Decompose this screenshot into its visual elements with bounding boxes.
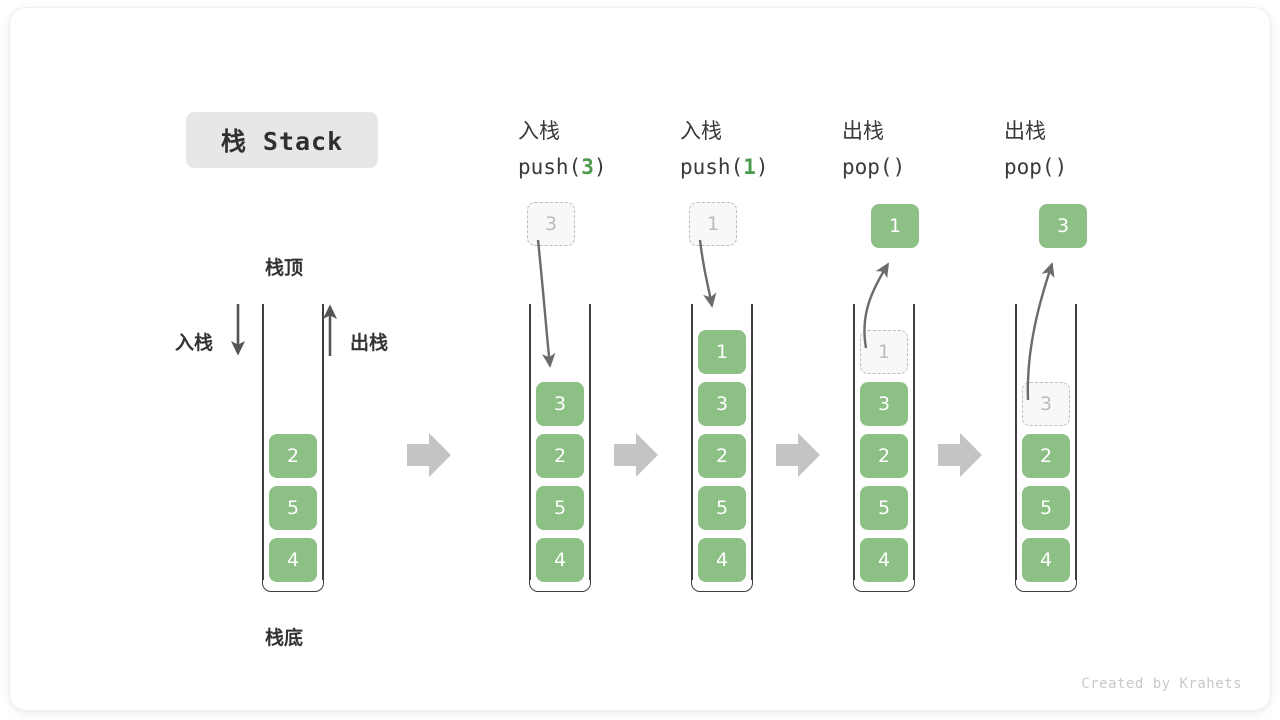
column-header-pop-3: 出栈 pop()	[1004, 113, 1164, 185]
stack-rail-left	[262, 304, 264, 580]
stack-cell: 3	[698, 382, 746, 426]
credit-text: Created by Krahets	[1081, 676, 1242, 692]
op-arg: 3	[581, 155, 594, 179]
popped-element: 1	[871, 204, 919, 248]
popped-element: 3	[1039, 204, 1087, 248]
op-suffix: )	[1054, 155, 1068, 179]
push-direction-label: 入栈	[175, 332, 214, 354]
op-prefix: pop(	[1004, 155, 1055, 179]
stack-cell: 3	[860, 382, 908, 426]
stack-rail-bottom	[853, 568, 915, 592]
stack-rail-bottom	[1015, 568, 1077, 592]
stack-rail-bottom	[262, 568, 324, 592]
stack-cell: 5	[1022, 486, 1070, 530]
stack-rail-left	[691, 304, 693, 580]
op-suffix: )	[892, 155, 906, 179]
stack-cell: 4	[269, 538, 317, 582]
stack-top-label: 栈顶	[265, 257, 304, 279]
stack-bottom-label: 栈底	[265, 627, 304, 649]
stack-rail-right	[913, 304, 915, 580]
column-header-op-pop-1: pop()	[842, 149, 1002, 185]
op-prefix: pop(	[842, 155, 893, 179]
pending-push-element: 1	[689, 202, 737, 246]
pending-push-element: 3	[527, 202, 575, 246]
stack-cell: 2	[269, 434, 317, 478]
stack-cell: 3	[1022, 382, 1070, 426]
column-header-cjk-pop-1: 出栈	[842, 119, 884, 143]
stack-column-push-1: 1 3 2 5 4	[691, 304, 753, 592]
transition-arrow-3	[776, 433, 820, 477]
column-header-op-push-1: push(1)	[680, 149, 840, 185]
op-suffix: )	[593, 155, 607, 179]
stack-rail-left	[853, 304, 855, 580]
column-header-op-pop-3: pop()	[1004, 149, 1164, 185]
stack-cell: 1	[698, 330, 746, 374]
stack-rail-right	[1075, 304, 1077, 580]
column-header-cjk-push-1: 入栈	[680, 119, 722, 143]
stack-cell: 3	[536, 382, 584, 426]
column-header-push-1: 入栈 push(1)	[680, 113, 840, 185]
stack-column-initial: 2 5 4	[262, 304, 324, 592]
stack-cell: 2	[860, 434, 908, 478]
stack-rail-bottom	[529, 568, 591, 592]
column-header-op-push-3: push(3)	[518, 149, 678, 185]
stack-rail-right	[322, 304, 324, 580]
stack-rail-left	[1015, 304, 1017, 580]
op-prefix: push(	[680, 155, 744, 179]
op-suffix: )	[755, 155, 769, 179]
stack-column-pop-3: 3 2 5 4	[1015, 304, 1077, 592]
op-arg: 1	[743, 155, 756, 179]
stack-cell: 2	[698, 434, 746, 478]
stack-column-push-3: 3 2 5 4	[529, 304, 591, 592]
stack-cell: 2	[536, 434, 584, 478]
transition-arrow-1	[407, 433, 451, 477]
push-curve-arrow-1	[698, 239, 717, 308]
stack-cell: 5	[860, 486, 908, 530]
transition-arrow-2	[614, 433, 658, 477]
stack-cell: 1	[860, 330, 908, 374]
stack-column-pop-1: 1 3 2 5 4	[853, 304, 915, 592]
op-prefix: push(	[518, 155, 582, 179]
column-header-pop-1: 出栈 pop()	[842, 113, 1002, 185]
stack-cell: 5	[269, 486, 317, 530]
stack-cell: 4	[698, 538, 746, 582]
stack-cell: 5	[536, 486, 584, 530]
stack-rail-left	[529, 304, 531, 580]
stack-cell: 4	[1022, 538, 1070, 582]
transition-arrow-4	[938, 433, 982, 477]
column-header-cjk-push-3: 入栈	[518, 119, 560, 143]
stack-cell: 4	[536, 538, 584, 582]
stack-cell: 2	[1022, 434, 1070, 478]
stack-cell: 4	[860, 538, 908, 582]
diagram-card: 栈 Stack 栈顶 栈底 入栈 出栈 入栈 push(3) 入栈 push(1…	[10, 8, 1270, 710]
page-title: 栈 Stack	[186, 112, 378, 168]
pop-direction-label: 出栈	[350, 332, 389, 354]
stack-rail-right	[751, 304, 753, 580]
stack-rail-right	[589, 304, 591, 580]
column-header-push-3: 入栈 push(3)	[518, 113, 678, 185]
stack-rail-bottom	[691, 568, 753, 592]
column-header-cjk-pop-3: 出栈	[1004, 119, 1046, 143]
stack-cell: 5	[698, 486, 746, 530]
